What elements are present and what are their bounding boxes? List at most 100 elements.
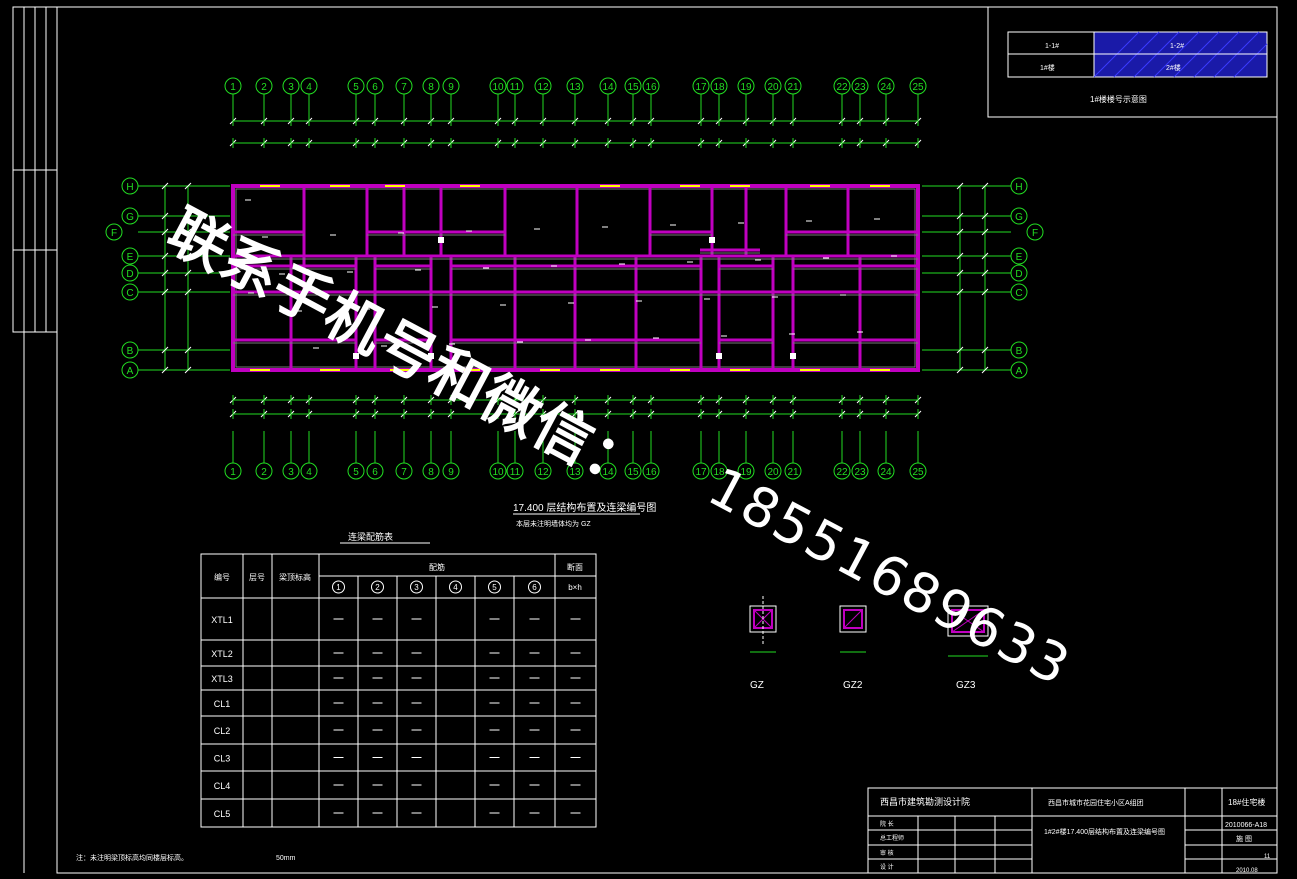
svg-text:12: 12 — [537, 82, 549, 93]
axis-bubble-B: B — [922, 341, 1028, 359]
axis-bubble-8: 8 — [422, 431, 440, 480]
axis-bubble-25: 25 — [909, 431, 927, 480]
svg-text:A: A — [1016, 366, 1023, 377]
svg-text:16: 16 — [645, 82, 657, 93]
svg-text:21: 21 — [787, 82, 799, 93]
tb-role-1: 总工程师 — [880, 834, 904, 842]
svg-text:1: 1 — [230, 82, 236, 93]
svg-text:3: 3 — [288, 82, 294, 93]
axis-bubble-H: H — [121, 177, 230, 195]
axis-bubble-17: 17 — [692, 431, 710, 480]
svg-text:B: B — [127, 346, 134, 357]
svg-text:10: 10 — [492, 467, 504, 478]
svg-text:19: 19 — [740, 467, 752, 478]
svg-text:A: A — [127, 366, 134, 377]
svg-text:D: D — [126, 269, 133, 280]
svg-text:5: 5 — [353, 82, 359, 93]
table-row-id: CL4 — [214, 781, 231, 791]
svg-text:22: 22 — [836, 82, 848, 93]
axis-bubble-7: 7 — [395, 431, 413, 480]
tb-sheet: 11 — [1264, 854, 1271, 860]
svg-text:D: D — [1015, 269, 1022, 280]
table-row-id: XTL2 — [211, 649, 233, 659]
key-right-top: 1-2# — [1170, 43, 1184, 50]
table-row-id: CL2 — [214, 726, 231, 736]
svg-text:8: 8 — [428, 467, 434, 478]
axis-bubble-4: 4 — [300, 431, 318, 480]
tb-role-0: 院 长 — [880, 820, 894, 828]
binding-strip — [12, 6, 58, 873]
svg-text:6: 6 — [372, 467, 378, 478]
axis-bubble-E: E — [922, 247, 1028, 265]
svg-text:15: 15 — [627, 82, 639, 93]
svg-text:GZ3: GZ3 — [956, 680, 976, 691]
table-row-id: XTL3 — [211, 674, 233, 684]
axis-bubble-A: A — [922, 361, 1028, 379]
axis-bubble-G: G — [121, 207, 230, 225]
svg-text:13: 13 — [569, 467, 581, 478]
table-title: 连梁配筋表 — [348, 531, 393, 542]
svg-text:5: 5 — [353, 467, 359, 478]
svg-text:23: 23 — [854, 467, 866, 478]
axis-bubble-F: F — [105, 223, 230, 241]
tb-institute: 西昌市建筑勘测设计院 — [880, 796, 970, 807]
axis-bubble-E: E — [121, 247, 230, 265]
axis-bubble-10: 10 — [489, 431, 507, 480]
axis-bubble-15: 15 — [624, 431, 642, 480]
svg-text:24: 24 — [880, 467, 892, 478]
th-rebar-col-4: 4 — [453, 583, 458, 592]
axis-bubble-22: 22 — [833, 431, 851, 480]
axis-bubble-A: A — [121, 361, 230, 379]
svg-text:25: 25 — [912, 467, 924, 478]
svg-text:9: 9 — [448, 467, 454, 478]
svg-text:22: 22 — [836, 467, 848, 478]
axis-bubble-C: C — [121, 283, 230, 301]
th-floor: 层号 — [249, 573, 265, 582]
th-section: 断面 — [567, 562, 583, 572]
plan-subtitle: 本层未注明墙体均为 GZ — [516, 519, 591, 528]
svg-text:19: 19 — [740, 82, 752, 93]
axis-bubble-H: H — [922, 177, 1028, 195]
axis-bubble-23: 23 — [851, 431, 869, 480]
axis-bubble-B: B — [121, 341, 230, 359]
axis-bubble-20: 20 — [764, 431, 782, 480]
key-left-top: 1-1# — [1045, 43, 1059, 50]
plan-title: 17.400 层结构布置及连梁编号图 — [513, 501, 656, 514]
th-id: 编号 — [214, 572, 230, 582]
axis-bubble-2: 2 — [255, 431, 273, 480]
svg-text:21: 21 — [787, 467, 799, 478]
svg-text:24: 24 — [880, 82, 892, 93]
svg-text:11: 11 — [510, 82, 521, 93]
tb-drawing-no: 2010066-A18 — [1225, 822, 1267, 829]
title-block — [867, 787, 1278, 874]
axis-bubble-F: F — [922, 223, 1044, 241]
axis-bubble-1: 1 — [224, 431, 242, 480]
svg-text:E: E — [1016, 252, 1023, 263]
svg-text:13: 13 — [569, 82, 581, 93]
svg-text:2: 2 — [261, 467, 267, 478]
svg-text:C: C — [126, 288, 133, 299]
svg-text:7: 7 — [401, 82, 407, 93]
bottom-note: 注：未注明梁顶标高均同楼层标高。 — [76, 853, 188, 862]
key-left-bottom: 1#楼 — [1040, 63, 1055, 72]
svg-text:4: 4 — [306, 467, 312, 478]
svg-text:9: 9 — [448, 82, 454, 93]
th-rebar-col-5: 5 — [492, 583, 497, 592]
th-section-unit: b×h — [568, 583, 582, 592]
axis-bubble-24: 24 — [877, 431, 895, 480]
th-rebar: 配筋 — [429, 562, 445, 572]
tb-drawing-name: 1#2#楼17.400层结构布置及连梁编号图 — [1044, 827, 1165, 836]
svg-text:14: 14 — [602, 467, 614, 478]
svg-text:G: G — [1015, 212, 1023, 223]
column-sections: GZ GZ2 GZ3 — [749, 596, 989, 691]
dimension-lines — [161, 116, 989, 419]
table-row-id: CL5 — [214, 809, 231, 819]
axis-bubble-11: 11 — [506, 431, 524, 480]
svg-text:12: 12 — [537, 467, 549, 478]
svg-text:11: 11 — [510, 467, 521, 478]
svg-text:2: 2 — [261, 82, 267, 93]
svg-text:15: 15 — [627, 467, 639, 478]
key-plan: 1-1# 1#楼 1-2# 2#楼 1#楼楼号示意图 — [987, 6, 1278, 118]
